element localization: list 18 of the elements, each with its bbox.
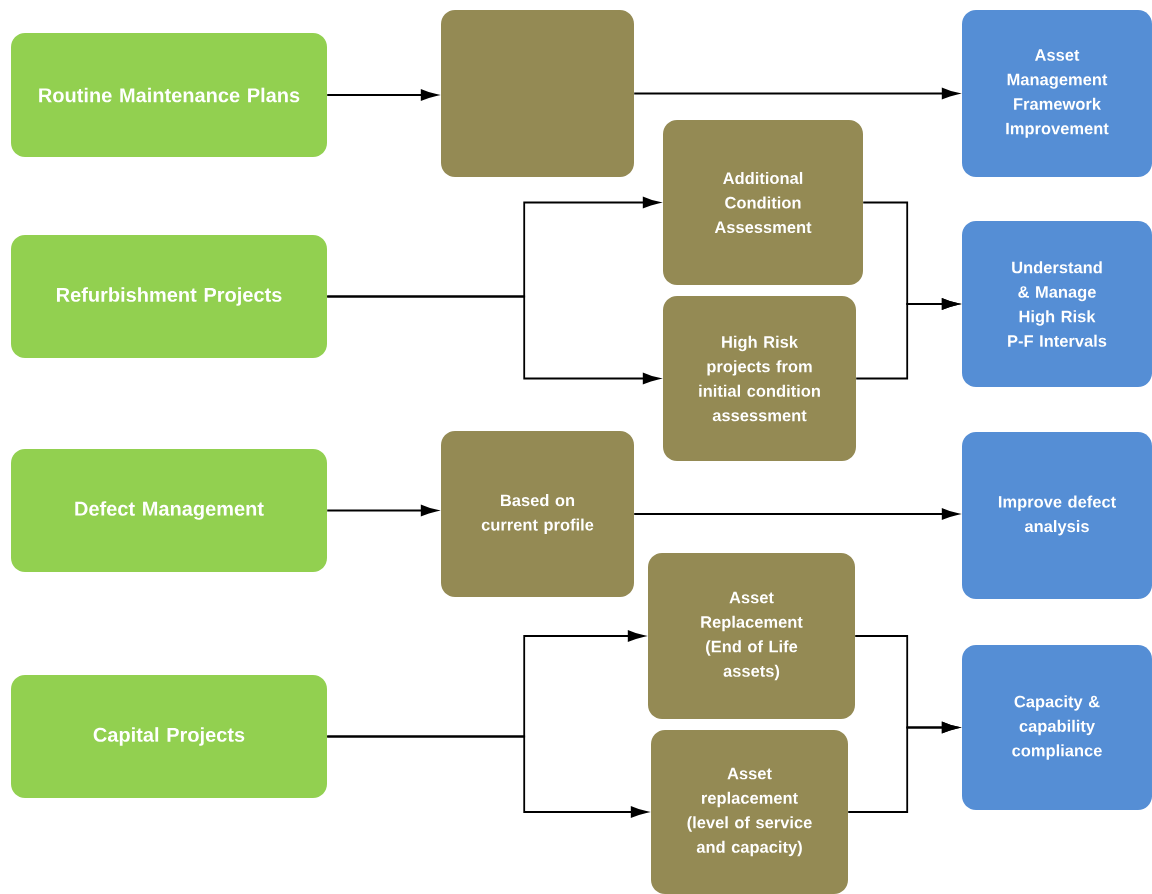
- source-box: Refurbishment Projects: [11, 235, 327, 358]
- arrow: [633, 508, 959, 520]
- arrow: [326, 89, 438, 101]
- source-box: Defect Management: [11, 449, 327, 572]
- activity-box: High Risk projects from initial condition assessment: [663, 296, 856, 461]
- outcome-box: Understand & Manage High Risk P-F Intervals: [962, 221, 1152, 387]
- source-box: Capital Projects: [11, 675, 327, 798]
- arrow: [326, 735, 648, 818]
- activity-box: Additional Condition Assessment: [663, 120, 863, 285]
- source-box: Routine Maintenance Plans: [11, 33, 327, 157]
- outcome-box: Improve defect analysis: [962, 432, 1152, 599]
- activity-box: Based on current profile: [441, 431, 634, 597]
- activity-box: Asset Replacement (End of Life assets): [648, 553, 855, 719]
- outcome-box: Asset Management Framework Improvement: [962, 10, 1152, 177]
- arrow: [855, 298, 959, 380]
- activity-box: Asset replacement (level of service and capacity): [651, 730, 848, 894]
- activity-box: [441, 10, 634, 177]
- outcome-box: Capacity & capability compliance: [962, 645, 1152, 810]
